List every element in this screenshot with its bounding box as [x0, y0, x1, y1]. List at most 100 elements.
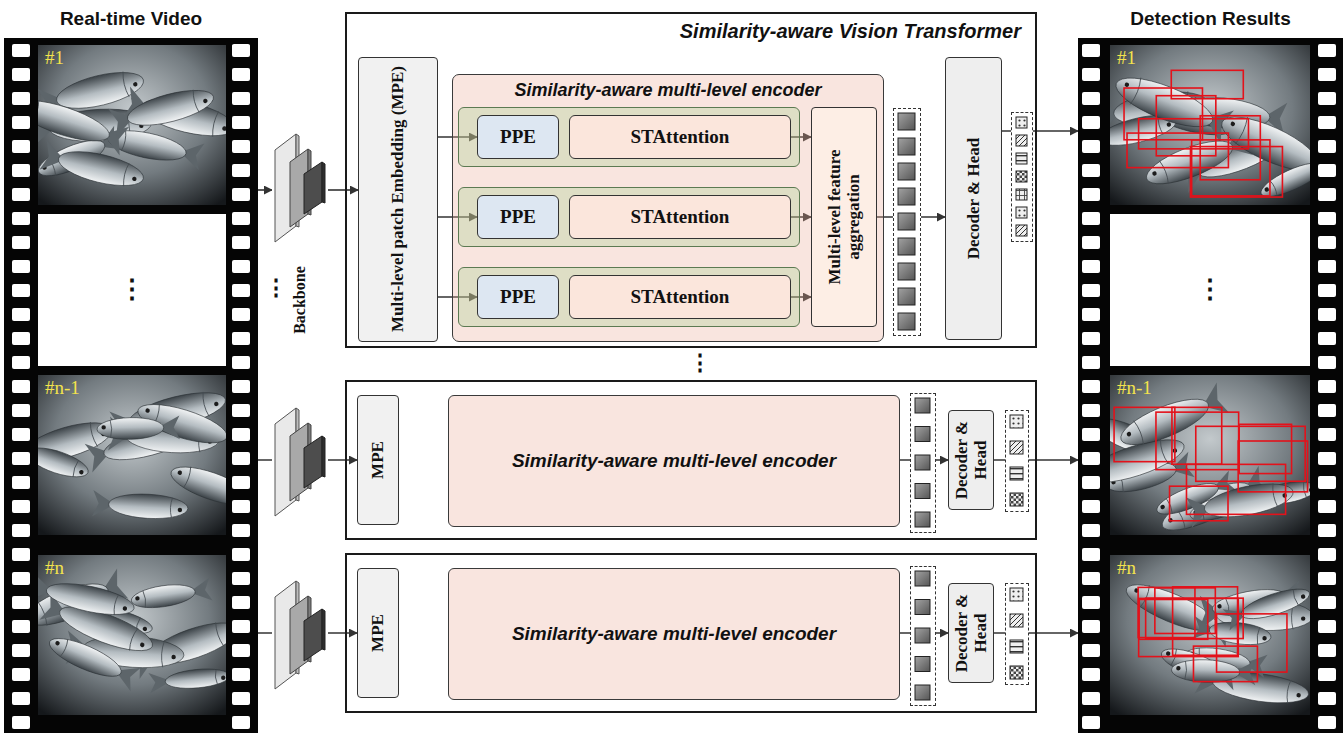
sprocket-hole	[1318, 476, 1336, 489]
sprocket-hole	[1082, 116, 1100, 129]
frame-number: #1	[1114, 45, 1139, 72]
fish-part	[1309, 487, 1310, 492]
sprocket-hole	[1318, 428, 1336, 441]
fish-image	[1110, 555, 1310, 715]
sprocket-hole	[232, 116, 250, 129]
image-ground	[1110, 555, 1310, 715]
sprocket-hole	[232, 68, 250, 81]
token	[1010, 666, 1023, 679]
sprocket-hole	[12, 68, 30, 81]
fish-part	[1158, 439, 1168, 464]
fish	[38, 436, 92, 484]
film-base	[4, 38, 258, 733]
token	[915, 600, 930, 615]
sprocket-hole	[1082, 500, 1100, 513]
fish-part	[132, 176, 137, 181]
sprocket-hole	[1082, 92, 1100, 105]
fish-part	[164, 666, 226, 690]
sprocket-hole	[232, 116, 250, 129]
fish-part	[183, 467, 192, 489]
sprocket-hole	[1082, 164, 1100, 177]
fish-part	[1202, 478, 1296, 523]
token-column	[910, 566, 936, 706]
detection-box	[1139, 598, 1239, 656]
sprocket-hole	[1318, 164, 1336, 177]
sprocket-hole	[1318, 668, 1336, 681]
token	[898, 238, 915, 255]
sprocket-hole	[232, 548, 250, 561]
sprocket-hole	[232, 140, 250, 153]
video-frame: #n-1	[38, 375, 258, 535]
sprocket-hole	[1082, 68, 1100, 81]
ellipsis-mark: ⋮	[268, 268, 284, 308]
detection-box	[1127, 133, 1228, 168]
sprocket-hole	[232, 45, 250, 57]
fish-part	[1217, 604, 1222, 609]
fish-part	[177, 470, 183, 476]
token	[898, 188, 915, 205]
sprocket-hole	[1082, 716, 1100, 729]
sprocket-hole	[232, 620, 250, 633]
token-column-part	[911, 567, 934, 704]
sprocket-hole	[1082, 692, 1100, 705]
fish-part	[178, 508, 183, 513]
fish-part	[38, 100, 41, 123]
sprocket-hole	[1082, 308, 1100, 321]
sprocket-hole	[232, 92, 250, 105]
ellipsis-mark: ⋮	[680, 346, 720, 380]
sprocket-hole	[12, 548, 30, 561]
encoder-region: Similarity-aware multi-level encoder	[448, 395, 900, 527]
sprocket-hole	[1318, 212, 1336, 225]
sprocket-hole	[1318, 524, 1336, 537]
column-heading: Real-time Video	[4, 0, 258, 30]
fish-part	[1256, 627, 1259, 644]
sprocket-hole	[232, 164, 250, 177]
fish-part	[1130, 78, 1142, 105]
fish-part	[1152, 171, 1158, 177]
ppe-box: PPE	[477, 115, 559, 159]
frame-number: #n	[42, 555, 67, 582]
fish	[97, 415, 180, 441]
fish-part	[1160, 504, 1166, 510]
sprocket-hole	[1082, 92, 1100, 105]
detection-box	[1156, 96, 1216, 156]
sprocket-hole	[1082, 668, 1100, 681]
sprocket-hole	[1082, 524, 1100, 537]
fish-part	[72, 460, 79, 477]
sprocket-hole	[1082, 140, 1100, 153]
box-label: PPE	[500, 126, 536, 148]
token-column	[910, 393, 936, 533]
token	[898, 113, 915, 130]
fish-part	[1166, 122, 1171, 127]
detection-box	[1217, 614, 1287, 672]
fish-part	[139, 642, 145, 648]
token	[915, 685, 930, 700]
sprocket-hole	[12, 596, 30, 609]
backbone-icon-part	[272, 575, 328, 691]
token-column	[893, 108, 921, 336]
sprocket-hole	[1082, 164, 1100, 177]
detection-box	[1171, 70, 1243, 98]
token	[1010, 415, 1023, 428]
token	[898, 288, 915, 305]
token	[1016, 135, 1027, 146]
token	[1010, 640, 1023, 653]
decoder-box: Decoder & Head	[945, 57, 1002, 340]
token	[1016, 153, 1027, 164]
sprocket-hole	[1082, 620, 1100, 633]
fish	[38, 573, 137, 622]
sprocket-hole	[232, 716, 250, 729]
fish-part	[192, 90, 200, 113]
sprocket-hole	[12, 212, 30, 225]
sprocket-hole	[1082, 476, 1100, 489]
sprocket-hole	[1082, 188, 1100, 201]
fish-part	[89, 422, 98, 447]
fish-part	[60, 639, 69, 657]
sprocket-hole	[232, 555, 250, 561]
sprocket-hole	[232, 68, 250, 81]
sprocket-hole	[1318, 140, 1336, 153]
output-queries-part	[1006, 411, 1027, 510]
fish-part	[1134, 420, 1146, 445]
sprocket-hole	[12, 572, 30, 585]
sprocket-hole	[1082, 212, 1100, 225]
